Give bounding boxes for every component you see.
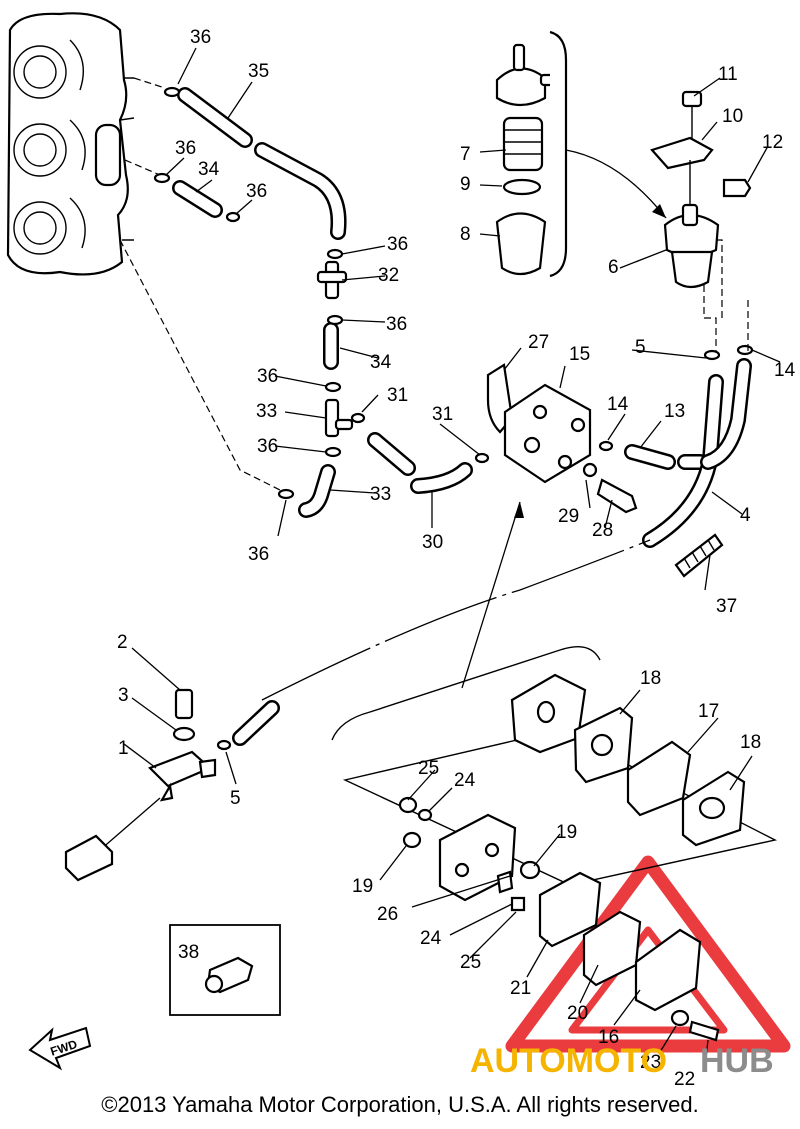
callout-29: 29 <box>558 506 579 527</box>
callout-6: 6 <box>608 257 619 278</box>
callout-5: 5 <box>635 337 646 358</box>
callout-7: 7 <box>460 144 471 165</box>
hose-clips <box>153 86 754 751</box>
callout-10: 10 <box>722 106 743 127</box>
callout-33: 33 <box>256 401 277 422</box>
callout-36: 36 <box>190 27 211 48</box>
engine-block <box>6 12 135 276</box>
gasket-21-diaphragm-20-cover-16 <box>538 871 720 1042</box>
callout-24: 24 <box>420 928 442 949</box>
leader-lines <box>123 47 781 1069</box>
callout-19: 19 <box>556 822 577 843</box>
hose-34-upper <box>172 180 223 218</box>
fuel-connector-1 <box>64 688 280 882</box>
callout-14: 14 <box>774 360 796 381</box>
callout-36: 36 <box>387 234 408 255</box>
pipe-13 <box>624 444 708 470</box>
callout-31: 31 <box>387 385 408 406</box>
fuel-pump-15 <box>486 363 638 514</box>
copyright-text: ©2013 Yamaha Motor Corporation, U.S.A. A… <box>101 1092 698 1117</box>
callout-36: 36 <box>257 366 278 387</box>
callout-25: 25 <box>460 952 481 973</box>
callout-14: 14 <box>607 394 629 415</box>
callout-21: 21 <box>510 978 531 999</box>
callout-15: 15 <box>569 344 590 365</box>
callout-34: 34 <box>198 159 220 180</box>
callout-18: 18 <box>740 732 761 753</box>
callout-5: 5 <box>230 788 241 809</box>
callout-18: 18 <box>640 668 661 689</box>
callout-22: 22 <box>674 1069 695 1090</box>
hose-30 <box>367 432 473 494</box>
callout-35: 35 <box>248 61 269 82</box>
callout-30: 30 <box>422 532 443 553</box>
inset-38 <box>169 924 281 1016</box>
callout-26: 26 <box>377 904 398 925</box>
callout-24: 24 <box>454 770 476 791</box>
hose-4 <box>642 358 752 548</box>
callout-32: 32 <box>378 265 399 286</box>
callout-labels: 1234556789101112131414151617181819192021… <box>117 27 796 1090</box>
pump-kit <box>510 673 746 847</box>
callout-13: 13 <box>664 401 685 422</box>
callout-36: 36 <box>246 181 267 202</box>
callout-12: 12 <box>762 132 783 153</box>
callout-19: 19 <box>352 876 373 897</box>
callout-8: 8 <box>460 224 471 245</box>
callout-27: 27 <box>528 332 549 353</box>
callout-3: 3 <box>118 685 129 706</box>
spring-37 <box>674 533 724 578</box>
callout-36: 36 <box>257 436 278 457</box>
filter-parts <box>495 30 667 278</box>
watermark-text-hub: HUB <box>700 1042 774 1080</box>
callout-25: 25 <box>418 758 439 779</box>
callout-11: 11 <box>718 64 738 85</box>
callout-17: 17 <box>698 701 719 722</box>
callout-2: 2 <box>117 632 128 653</box>
callout-4: 4 <box>740 505 751 526</box>
callout-20: 20 <box>567 1003 588 1024</box>
hose-35 <box>177 87 347 240</box>
fuel-filter-6 <box>650 90 752 352</box>
callout-36: 36 <box>248 544 269 565</box>
hose-33 <box>298 464 336 518</box>
callout-36: 36 <box>386 314 407 335</box>
callout-9: 9 <box>460 174 471 195</box>
callout-31: 31 <box>432 404 453 425</box>
callout-16: 16 <box>598 1027 619 1048</box>
callout-1: 1 <box>118 738 129 759</box>
callout-37: 37 <box>716 596 737 617</box>
joint-33 <box>324 398 354 438</box>
callout-34: 34 <box>370 352 392 373</box>
callout-36: 36 <box>175 138 196 159</box>
pump-cover-26 <box>398 796 541 912</box>
callout-23: 23 <box>640 1052 661 1073</box>
joint-32 <box>316 260 348 300</box>
watermark-text-automoto: AUTOMOTO <box>470 1042 667 1080</box>
callout-28: 28 <box>592 520 613 541</box>
callout-33: 33 <box>370 484 391 505</box>
fwd-arrow <box>28 1026 92 1071</box>
callout-38: 38 <box>178 942 199 963</box>
